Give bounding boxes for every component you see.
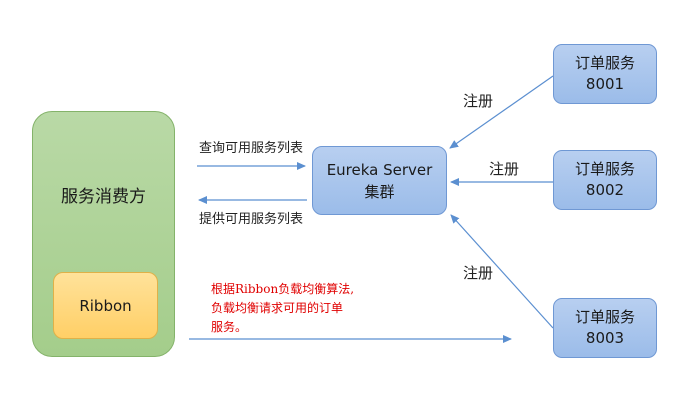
ribbon-box: Ribbon: [53, 272, 158, 339]
note-line: 服务。: [211, 320, 248, 334]
eureka-server-box: Eureka Server 集群: [312, 146, 447, 215]
service-consumer-label: 服务消费方: [61, 187, 146, 207]
provide-service-list-label: 提供可用服务列表: [199, 212, 304, 227]
ribbon-label: Ribbon: [79, 296, 132, 315]
order-service-port: 8003: [585, 329, 625, 347]
order-service-8001-box: 订单服务 8001: [553, 44, 657, 104]
register-label-8001: 注册: [463, 92, 494, 110]
order-service-port: 8001: [585, 75, 625, 93]
order-service-name: 订单服务: [574, 160, 635, 178]
note-line: 根据Ribbon负载均衡算法,: [211, 282, 355, 296]
order-service-port: 8002: [585, 181, 625, 199]
register-label-8003: 注册: [463, 264, 494, 282]
load-balance-note: 根据Ribbon负载均衡算法, 负载均衡请求可用的订单 服务。: [211, 280, 411, 337]
order-service-name: 订单服务: [574, 54, 635, 72]
order-service-8002-box: 订单服务 8002: [553, 150, 657, 210]
order-service-8003-box: 订单服务 8003: [553, 298, 657, 358]
eureka-server-title: Eureka Server: [326, 160, 433, 179]
register-arrow-8001: [449, 75, 554, 149]
register-label-8002: 注册: [489, 160, 520, 178]
register-arrow-8003: [450, 214, 554, 329]
note-line: 负载均衡请求可用的订单: [211, 301, 344, 315]
eureka-cluster-label: 集群: [364, 182, 395, 201]
order-service-name: 订单服务: [574, 308, 635, 326]
query-service-list-label: 查询可用服务列表: [199, 141, 304, 156]
